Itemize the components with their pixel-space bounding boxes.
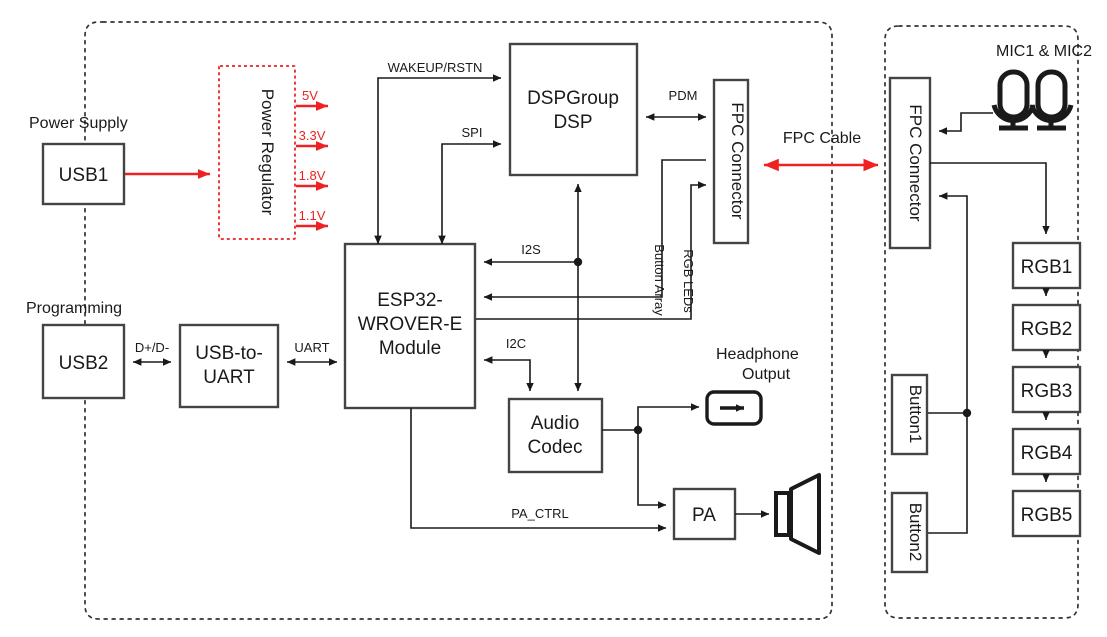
wire-buttons-to-fpc [938, 192, 968, 413]
speaker-icon [774, 473, 821, 555]
rail-label-5v: 5V [302, 88, 318, 103]
wire-codec-to-pa [637, 430, 667, 509]
signal-label-button-array: Button Array [652, 244, 667, 316]
section-label-power-supply: Power Supply [29, 115, 128, 132]
signal-label-pa-ctrl: PA_CTRL [511, 506, 569, 521]
block-usb2 [41, 323, 126, 400]
block-fpc-connector-right-label: FPC Connector [906, 104, 925, 221]
signal-label-rgb-leds: RGB LEDs [681, 249, 696, 313]
block-button2-label: Button2 [906, 503, 925, 562]
block-dsp-label-2: DSP [553, 112, 592, 133]
block-usb1-label: USB1 [59, 165, 109, 186]
section-label-mics: MIC1 & MIC2 [996, 43, 1092, 60]
block-fpc-connector-left [712, 78, 750, 245]
block-usb-to-uart-label-1: USB-to- [195, 343, 263, 364]
signal-label-i2s: I2S [521, 242, 541, 257]
wire-wakeup-rstn [377, 74, 502, 244]
block-usb2-label: USB2 [59, 353, 109, 374]
rail-label-1v1: 1.1V [299, 208, 326, 223]
block-esp32-label-3: Module [379, 338, 441, 359]
rail-label-1v8: 1.8V [299, 168, 326, 183]
wire-pa-ctrl [410, 408, 667, 532]
block-rgb5 [1011, 489, 1082, 538]
rail-label-3v3: 3.3V [299, 128, 326, 143]
block-rgb2-label: RGB2 [1021, 319, 1073, 340]
block-rgb3-label: RGB3 [1021, 381, 1073, 402]
block-dsp [508, 42, 639, 177]
block-rgb5-label: RGB5 [1021, 505, 1073, 526]
wire-fpc-to-rgb1 [930, 162, 1050, 235]
block-rgb3 [1011, 365, 1082, 414]
block-pa [672, 487, 737, 541]
power-regulator-box [218, 65, 296, 240]
satellite-board-panel [884, 25, 1079, 619]
section-label-programming: Programming [26, 300, 122, 317]
block-audio-codec [507, 397, 604, 474]
signal-label-uart: UART [294, 340, 329, 355]
signal-label-i2c: I2C [506, 336, 526, 351]
block-esp32-label-1: ESP32- [377, 290, 442, 311]
signal-label-fpc-cable: FPC Cable [783, 130, 861, 147]
block-audio-codec-label-2: Codec [528, 437, 583, 458]
wire-i2c [483, 356, 534, 392]
block-button2 [890, 491, 929, 574]
block-fpc-connector-left-label: FPC Connector [728, 102, 747, 219]
block-usb-to-uart-label-2: UART [203, 367, 255, 388]
section-label-headphone-2: Output [742, 366, 791, 383]
wire-codec-to-headphone [637, 403, 700, 430]
block-button1 [890, 373, 929, 456]
block-usb-to-uart [178, 323, 280, 409]
signal-label-dp-dm: D+/D- [135, 340, 169, 355]
signal-label-wakeup-rstn: WAKEUP/RSTN [388, 60, 483, 75]
wire-mic-to-fpc [938, 112, 993, 135]
block-rgb1-label: RGB1 [1021, 257, 1073, 278]
signal-label-pdm: PDM [669, 88, 698, 103]
block-esp32-label-2: WROVER-E [358, 314, 463, 335]
main-board-panel [84, 21, 833, 620]
block-audio-codec-label-1: Audio [531, 413, 580, 434]
wire-button2-branch [927, 413, 968, 534]
wire-spi [441, 140, 502, 244]
block-esp32 [343, 242, 477, 410]
microphone-pair-icon [991, 69, 1074, 131]
section-label-headphone-1: Headphone [716, 346, 799, 363]
block-usb1 [41, 142, 126, 206]
block-rgb1 [1011, 241, 1082, 290]
block-button1-label: Button1 [906, 385, 925, 444]
block-dsp-label-1: DSPGroup [527, 88, 619, 109]
power-regulator-label: Power Regulator [258, 89, 277, 216]
block-pa-label: PA [692, 505, 716, 526]
block-rgb4-label: RGB4 [1021, 443, 1073, 464]
wire-rgb-leds [476, 181, 707, 320]
signal-label-spi: SPI [462, 125, 483, 140]
wire-button-array [483, 159, 706, 301]
